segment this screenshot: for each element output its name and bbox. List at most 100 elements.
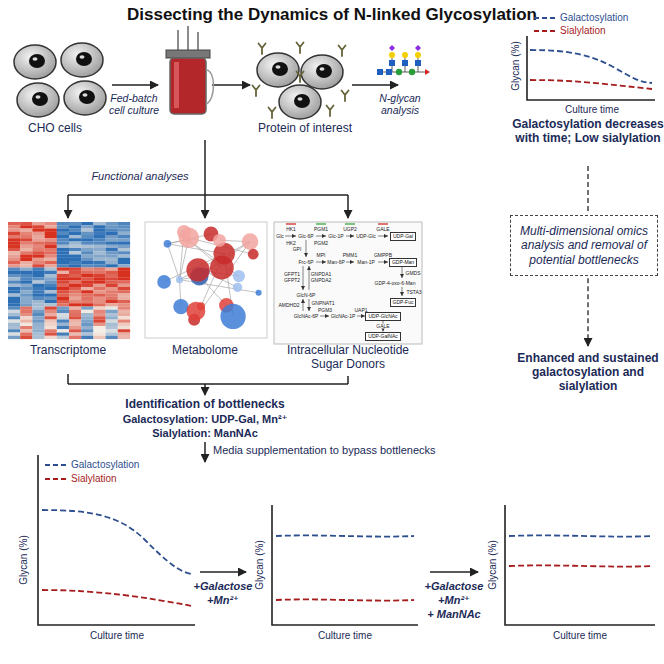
heatmap	[81, 245, 93, 248]
heatmap	[81, 261, 93, 264]
pathway-map	[357, 316, 365, 317]
heatmap	[118, 261, 130, 264]
heatmap	[69, 307, 81, 310]
heatmap	[81, 297, 93, 300]
bottom-charts	[430, 571, 478, 573]
glycan-icon	[377, 45, 430, 75]
heatmap	[93, 232, 105, 235]
producing-cells	[339, 46, 346, 57]
heatmap	[93, 326, 105, 329]
heatmap	[57, 281, 69, 284]
metabolome-frame	[145, 222, 267, 338]
heatmap	[20, 232, 32, 235]
heatmap	[118, 271, 130, 274]
axis-label: Glycan (%)	[254, 540, 266, 589]
heatmap	[57, 277, 69, 280]
heatmap	[20, 251, 32, 254]
heatmap	[20, 225, 32, 228]
heatmap	[93, 271, 105, 274]
metabolome-network	[248, 249, 259, 260]
heatmap	[69, 326, 81, 329]
pathway-map	[378, 223, 388, 225]
text-label: Metabolome	[145, 344, 265, 358]
heatmap	[81, 258, 93, 261]
heatmap	[8, 222, 20, 225]
heatmap	[45, 242, 57, 245]
heatmap	[57, 320, 69, 323]
metabolome-network	[233, 283, 242, 292]
heatmap	[81, 222, 93, 225]
heatmap	[93, 310, 105, 313]
heatmap	[57, 229, 69, 232]
pathway-map	[346, 236, 354, 237]
heatmap	[93, 235, 105, 238]
heatmap	[45, 264, 57, 267]
heatmap	[106, 274, 118, 277]
heatmap	[93, 287, 105, 290]
heatmap	[45, 284, 57, 287]
glycan-icon	[425, 69, 430, 75]
heatmap	[45, 245, 57, 248]
heatmap	[106, 323, 118, 326]
pathway-map	[285, 236, 402, 316]
heatmap	[118, 274, 130, 277]
heatmap	[8, 294, 20, 297]
pathway-label: PGM1	[314, 227, 328, 232]
pathway-label: GDP-4-oxo-6-Man	[375, 281, 416, 286]
heatmap	[20, 238, 32, 241]
heatmap	[57, 333, 69, 336]
heatmap	[118, 232, 130, 235]
heatmap	[45, 307, 57, 310]
heatmap	[20, 229, 32, 232]
heatmap	[93, 255, 105, 258]
cho-cells	[64, 81, 106, 115]
heatmap	[45, 238, 57, 241]
heatmap	[57, 245, 69, 248]
bottleneck-bracket	[204, 442, 206, 462]
heatmap	[81, 277, 93, 280]
producing-cells	[253, 43, 349, 120]
heatmap	[69, 316, 81, 319]
heatmap	[32, 333, 44, 336]
heatmap	[20, 235, 32, 238]
heatmap	[45, 258, 57, 261]
glycan-icon	[415, 52, 421, 58]
axis-label: Glycan (%)	[18, 535, 30, 584]
heatmap	[32, 264, 44, 267]
functional-branch	[68, 194, 348, 196]
heatmap	[45, 232, 57, 235]
heatmap	[93, 238, 105, 241]
metabolome-network	[176, 276, 183, 283]
pathway-label: Man-6P	[327, 260, 345, 265]
heatmap	[106, 277, 118, 280]
text-label: Galactosylation: UDP-Gal, Mn²⁺	[85, 413, 325, 426]
heatmap	[106, 225, 118, 228]
pathway-map	[316, 236, 326, 237]
producing-cells	[279, 85, 321, 119]
heatmap	[8, 336, 20, 339]
heatmap	[57, 326, 69, 329]
top-chart	[527, 36, 655, 100]
heatmap	[118, 242, 130, 245]
heatmap	[118, 300, 130, 303]
heatmap	[32, 294, 44, 297]
heatmap	[32, 225, 44, 228]
metabolome-network	[179, 228, 199, 248]
heatmap	[69, 232, 81, 235]
heatmap	[93, 222, 105, 225]
heatmap	[32, 326, 44, 329]
pathway-label: UGP2	[343, 227, 357, 232]
heatmap	[8, 258, 20, 261]
heatmap	[8, 300, 20, 303]
legend-line	[45, 464, 66, 466]
heatmap	[106, 271, 118, 274]
heatmap	[45, 261, 57, 264]
heatmap	[106, 310, 118, 313]
heatmap	[57, 297, 69, 300]
heatmap	[106, 333, 118, 336]
heatmap	[81, 255, 93, 258]
heatmap	[8, 290, 20, 293]
heatmap	[45, 326, 57, 329]
text-label: Functional analyses	[85, 170, 195, 183]
